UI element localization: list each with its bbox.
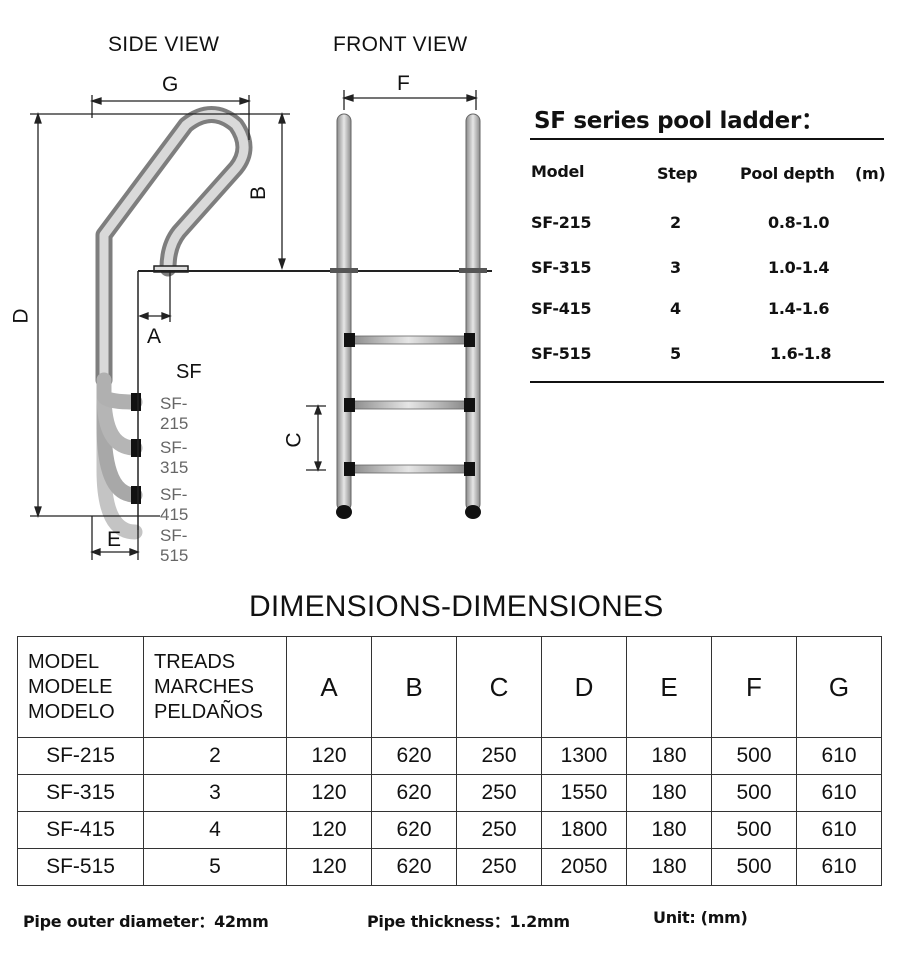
cell-c: 250 (456, 848, 542, 886)
table-row: SF-415 4 120 620 250 1800 180 500 610 (17, 811, 882, 849)
side-model-label: SF-315 (160, 438, 189, 477)
cell-b: 620 (371, 774, 457, 812)
dim-label-d: D (9, 308, 33, 324)
cell-f: 500 (711, 811, 797, 849)
cell-a: 120 (286, 811, 372, 849)
pipe-diameter-note: Pipe outer diameter：42mm (23, 912, 269, 931)
side-model-label: SF-415 (160, 485, 189, 524)
header-c: C (456, 636, 542, 738)
cell-model: SF-315 (17, 774, 144, 812)
cell-g: 610 (796, 737, 882, 775)
cell-a: 120 (286, 848, 372, 886)
cell-d: 1550 (541, 774, 627, 812)
spec-cell-depth: 0.8-1.0 (768, 213, 830, 232)
cell-b: 620 (371, 848, 457, 886)
cell-treads: 4 (143, 811, 287, 849)
cell-f: 500 (711, 848, 797, 886)
header-a: A (286, 636, 372, 738)
spec-header-step: Step (657, 164, 698, 183)
side-view-ladder (95, 106, 253, 540)
front-view-ladder (330, 113, 487, 519)
cell-e: 180 (626, 774, 712, 812)
header-model: MODEL MODELE MODELO (17, 636, 144, 738)
spec-cell-depth: 1.0-1.4 (768, 258, 830, 277)
cell-f: 500 (711, 737, 797, 775)
cell-treads: 5 (143, 848, 287, 886)
spec-cell-step: 4 (670, 299, 681, 318)
pipe-thickness-note: Pipe thickness：1.2mm (367, 912, 570, 931)
cell-a: 120 (286, 774, 372, 812)
cell-b: 620 (371, 811, 457, 849)
table-row: SF-215 2 120 620 250 1300 180 500 610 (17, 737, 882, 775)
cell-e: 180 (626, 848, 712, 886)
spec-cell-step: 5 (670, 344, 681, 363)
cell-f: 500 (711, 774, 797, 812)
spec-header-unit: (m) (855, 164, 886, 183)
cell-g: 610 (796, 848, 882, 886)
cell-treads: 2 (143, 737, 287, 775)
cell-d: 2050 (541, 848, 627, 886)
spec-cell-model: SF-415 (531, 299, 592, 318)
spec-cell-step: 2 (670, 213, 681, 232)
front-dimension-lines (306, 90, 479, 472)
ladder-drawing (30, 90, 884, 560)
header-e: E (626, 636, 712, 738)
cell-d: 1300 (541, 737, 627, 775)
header-d: D (541, 636, 627, 738)
table-row: SF-515 5 120 620 250 2050 180 500 610 (17, 848, 882, 886)
spec-table-title: SF series pool ladder： (534, 108, 824, 134)
cell-e: 180 (626, 737, 712, 775)
cell-c: 250 (456, 774, 542, 812)
side-model-label: SF-215 (160, 394, 189, 433)
cell-a: 120 (286, 737, 372, 775)
cell-model: SF-515 (17, 848, 144, 886)
spec-header-depth: Pool depth (740, 164, 835, 183)
cell-e: 180 (626, 811, 712, 849)
cell-d: 1800 (541, 811, 627, 849)
spec-cell-step: 3 (670, 258, 681, 277)
cell-g: 610 (796, 811, 882, 849)
cell-c: 250 (456, 737, 542, 775)
spec-cell-depth: 1.4-1.6 (768, 299, 830, 318)
spec-cell-depth: 1.6-1.8 (770, 344, 832, 363)
spec-header-model: Model (531, 162, 585, 181)
header-g: G (796, 636, 882, 738)
dim-label-g: G (162, 73, 179, 96)
dimensions-title: DIMENSIONS-DIMENSIONES (249, 590, 664, 623)
dim-label-a: A (147, 325, 162, 348)
header-f: F (711, 636, 797, 738)
dim-label-f: F (397, 72, 410, 95)
side-dimension-lines (30, 95, 290, 560)
header-treads: TREADS MARCHES PELDAÑOS (143, 636, 287, 738)
dim-label-c: C (282, 432, 306, 448)
side-model-label: SF-515 (160, 526, 189, 565)
spec-cell-model: SF-215 (531, 213, 592, 232)
side-view-title: SIDE VIEW (108, 33, 220, 56)
dimensions-table: MODEL MODELE MODELO TREADS MARCHES PELDA… (17, 636, 882, 886)
dim-label-b: B (247, 185, 271, 201)
side-models-heading: SF (176, 361, 202, 383)
spec-cell-model: SF-515 (531, 344, 592, 363)
cell-model: SF-415 (17, 811, 144, 849)
cell-g: 610 (796, 774, 882, 812)
dim-label-e: E (107, 528, 122, 551)
spec-cell-model: SF-315 (531, 258, 592, 277)
table-row: SF-315 3 120 620 250 1550 180 500 610 (17, 774, 882, 812)
front-view-title: FRONT VIEW (333, 33, 468, 56)
cell-c: 250 (456, 811, 542, 849)
dimensions-header-row: MODEL MODELE MODELO TREADS MARCHES PELDA… (17, 636, 882, 738)
cell-treads: 3 (143, 774, 287, 812)
unit-note: Unit: (mm) (653, 908, 748, 927)
header-b: B (371, 636, 457, 738)
cell-model: SF-215 (17, 737, 144, 775)
cell-b: 620 (371, 737, 457, 775)
